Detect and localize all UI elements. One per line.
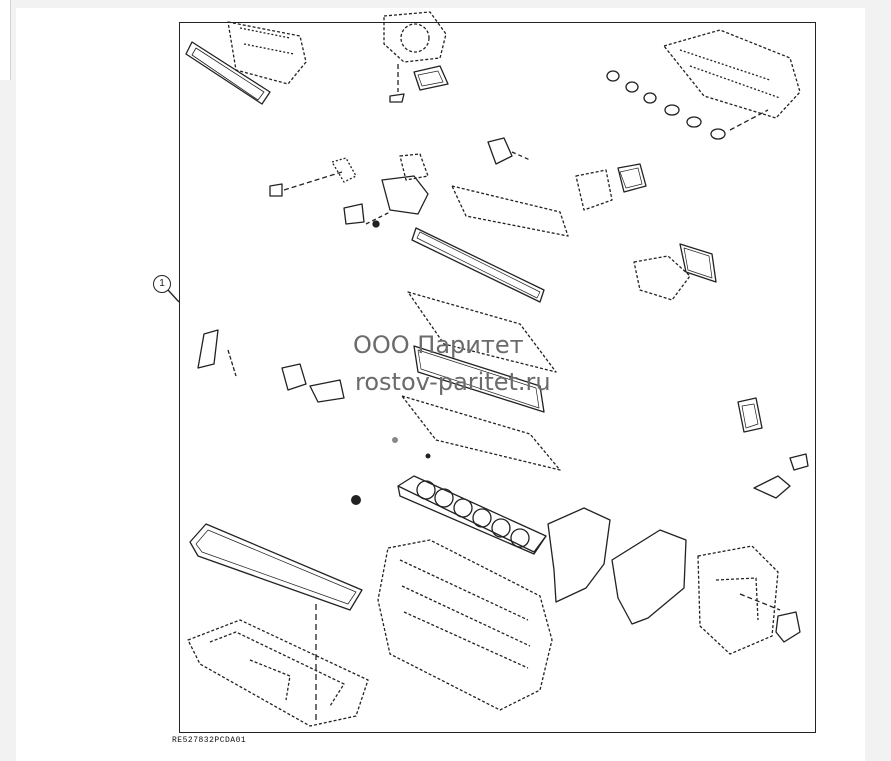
oil-cooler-gasket: [633, 243, 717, 301]
exhaust-manifold-gaskets: [606, 29, 801, 140]
right-side-small-parts: [737, 397, 809, 499]
diagram-frame-bottom: [179, 732, 816, 733]
left-panel-edge: [0, 0, 11, 80]
water-pump-gasket: [575, 163, 647, 211]
front-cover-gasket: [739, 593, 801, 643]
callout-number: 1: [153, 275, 171, 293]
watermark-site: rostov-paritet.ru: [355, 368, 551, 396]
oil-pan: [187, 619, 369, 727]
turbocharger-gaskets: [383, 11, 449, 103]
timing-cover-gaskets: [547, 507, 687, 625]
rocker-cover-gasket-topleft: [185, 21, 307, 105]
diagram-sheet: [16, 8, 865, 761]
part-code-label: RE527832PCDA01: [172, 736, 247, 745]
bracket-gasket: [487, 137, 531, 165]
front-cover: [697, 545, 779, 655]
callout-leader: [167, 289, 180, 303]
left-side-small-gaskets: [197, 329, 345, 403]
thermostat-housing-group: [269, 153, 429, 228]
diagram-frame: [179, 22, 816, 733]
intake-cover-gasket: [411, 185, 569, 303]
watermark-company: ООО Паритет: [353, 331, 524, 359]
cylinder-head-gasket: [397, 475, 547, 555]
engine-block: [377, 539, 553, 711]
oil-pan-gasket: [189, 523, 363, 722]
head-cover-gaskets: [401, 291, 561, 471]
